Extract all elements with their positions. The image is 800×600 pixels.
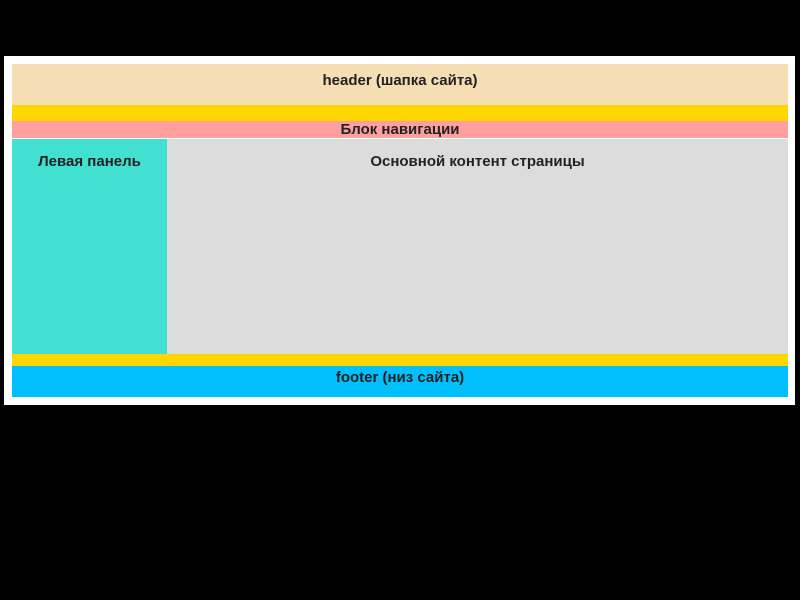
top-divider	[12, 105, 788, 121]
left-panel-label: Левая панель	[38, 153, 141, 170]
bottom-divider	[12, 354, 788, 366]
main-content-block: Основной контент страницы	[167, 139, 788, 354]
navigation-block: Блок навигации	[12, 121, 788, 138]
footer-label: footer (низ сайта)	[335, 369, 465, 386]
header-block: header (шапка сайта)	[12, 64, 788, 105]
layout-diagram: header (шапка сайта) Блок навигации Лева…	[4, 56, 795, 405]
navigation-label: Блок навигации	[340, 121, 460, 138]
header-label: header (шапка сайта)	[322, 72, 478, 89]
footer-block: footer (низ сайта)	[12, 366, 788, 397]
main-content-label: Основной контент страницы	[370, 153, 585, 170]
left-panel-block: Левая панель	[12, 139, 167, 354]
